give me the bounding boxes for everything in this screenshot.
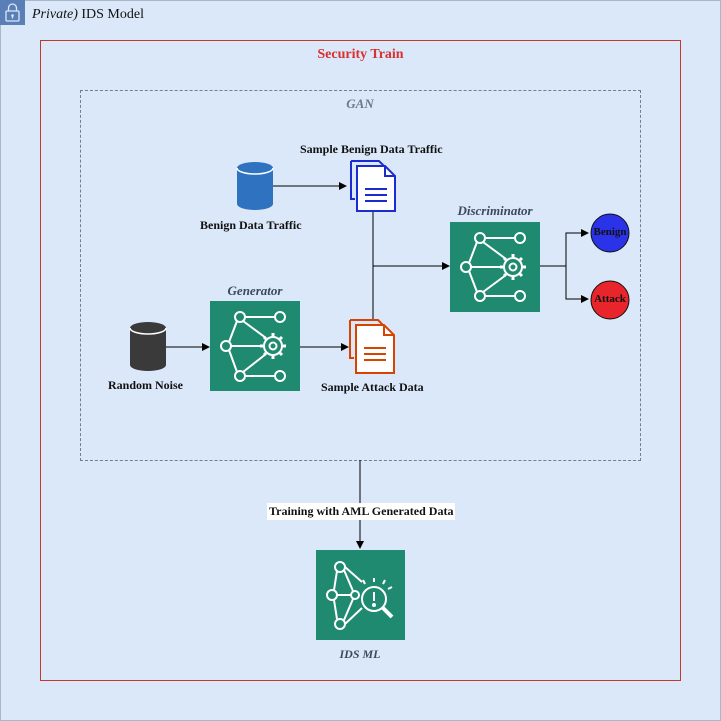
gan-title: GAN (346, 96, 374, 111)
security-train-container (40, 40, 681, 681)
edge-discriminator-to-benign (540, 229, 589, 267)
benign-output-label: Benign (593, 226, 627, 238)
random-noise-label: Random Noise (108, 378, 184, 392)
title-text: IDS Model (81, 7, 144, 22)
security-train-title: Security Train (317, 47, 404, 62)
sample-attack-label: Sample Attack Data (321, 380, 424, 394)
diagram-title: Private) IDS Model (32, 7, 144, 23)
discriminator-label: Discriminator (457, 203, 533, 218)
sample-benign-label: Sample Benign Data Traffic (300, 142, 443, 156)
title-prefix: Private) (32, 7, 78, 22)
training-edge-label: Training with AML Generated Data (267, 503, 456, 520)
diagram-header: Private) IDS Model (0, 0, 721, 30)
generator-label: Generator (227, 283, 283, 298)
ids-ml-label: IDS ML (339, 647, 381, 661)
lock-icon (0, 0, 25, 25)
attack-output-label: Attack (594, 293, 626, 305)
benign-data-traffic-label: Benign Data Traffic (200, 218, 302, 232)
edge-discriminator-to-attack (565, 266, 589, 303)
